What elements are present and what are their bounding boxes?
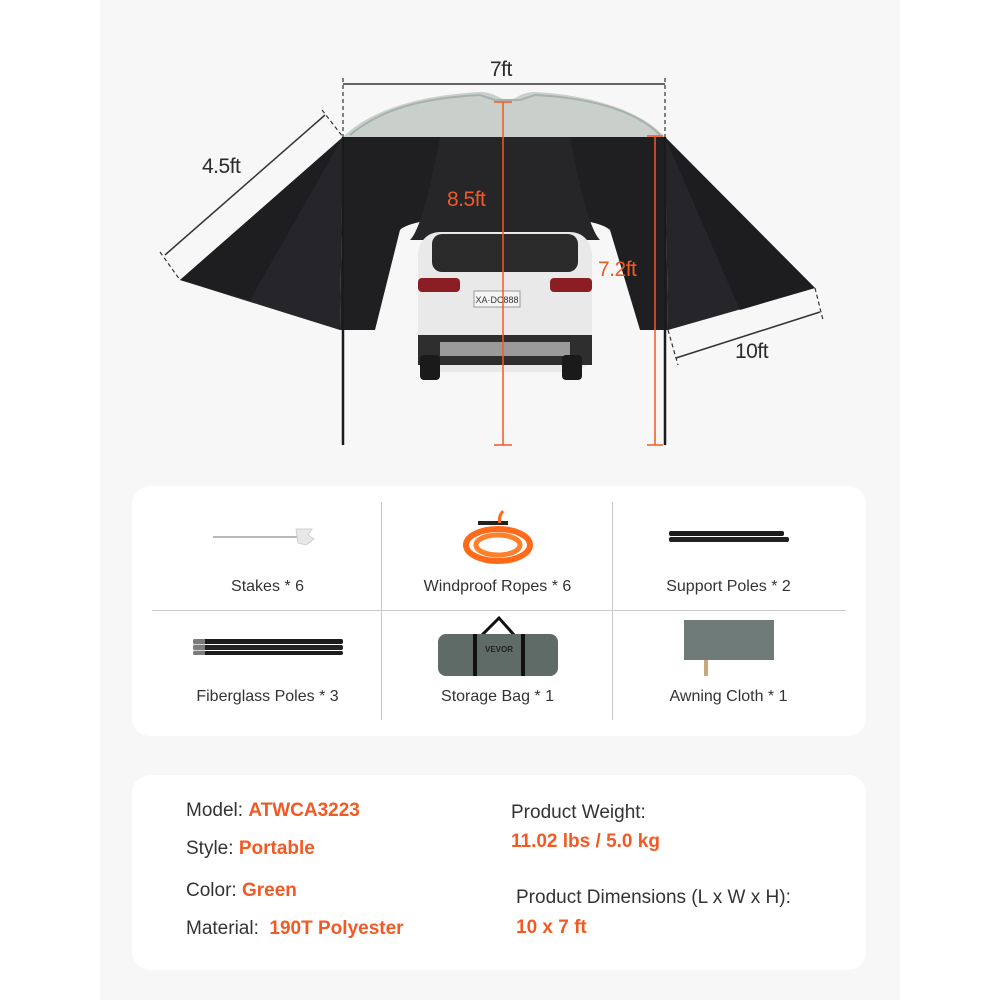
item-fiberglass-poles: Fiberglass Poles * 3 xyxy=(152,612,383,721)
tent-illustration: XA·DC888 xyxy=(159,78,824,446)
grid-divider xyxy=(612,502,613,720)
spec-weight-label: Product Weight: xyxy=(511,802,646,823)
storage-bag-icon: VEVOR xyxy=(382,612,613,682)
item-stakes: Stakes * 6 xyxy=(152,502,383,611)
stake-icon xyxy=(152,502,383,572)
car-illustration: XA·DC888 xyxy=(418,232,592,380)
spec-color: Color: Green xyxy=(186,880,297,901)
width-dimension-label: 7ft xyxy=(490,58,512,81)
spec-weight-value: 11.02 lbs / 5.0 kg xyxy=(511,831,660,852)
fiberglass-poles-icon xyxy=(152,612,383,682)
wing-dimension-label: 4.5ft xyxy=(202,155,241,178)
awning-cloth-icon xyxy=(613,612,844,682)
support-poles-icon xyxy=(613,502,844,572)
grid-divider xyxy=(381,502,382,720)
spec-model: Model: ATWCA3223 xyxy=(186,800,360,821)
item-storage-bag: VEVOR Storage Bag * 1 xyxy=(382,612,613,721)
package-contents-grid: Stakes * 6 Windproof Ropes * 6 Support P… xyxy=(152,502,846,720)
item-windproof-ropes: Windproof Ropes * 6 xyxy=(382,502,613,611)
center-height-label: 8.5ft xyxy=(447,188,486,211)
item-awning-cloth: Awning Cloth * 1 xyxy=(613,612,844,721)
svg-text:XA·DC888: XA·DC888 xyxy=(475,295,518,305)
svg-text:VEVOR: VEVOR xyxy=(484,645,512,654)
length-dimension-label: 10ft xyxy=(735,340,769,363)
specifications-card: Model: ATWCA3223 Style: Portable Color: … xyxy=(132,775,866,970)
spec-style: Style: Portable xyxy=(186,838,315,859)
spec-dimensions-value: 10 x 7 ft xyxy=(516,917,587,938)
spec-material: Material: 190T Polyester xyxy=(186,918,404,939)
grid-divider xyxy=(152,610,846,611)
item-support-poles: Support Poles * 2 xyxy=(613,502,844,611)
spec-dimensions-label: Product Dimensions (L x W x H): xyxy=(516,887,791,908)
package-contents-card: Stakes * 6 Windproof Ropes * 6 Support P… xyxy=(132,486,866,736)
side-height-label: 7.2ft xyxy=(598,258,637,281)
rope-icon xyxy=(382,502,613,572)
tent-diagram: XA·DC888 7ft 4.5ft 8.5ft 7.2ft 10ft xyxy=(0,0,1000,470)
